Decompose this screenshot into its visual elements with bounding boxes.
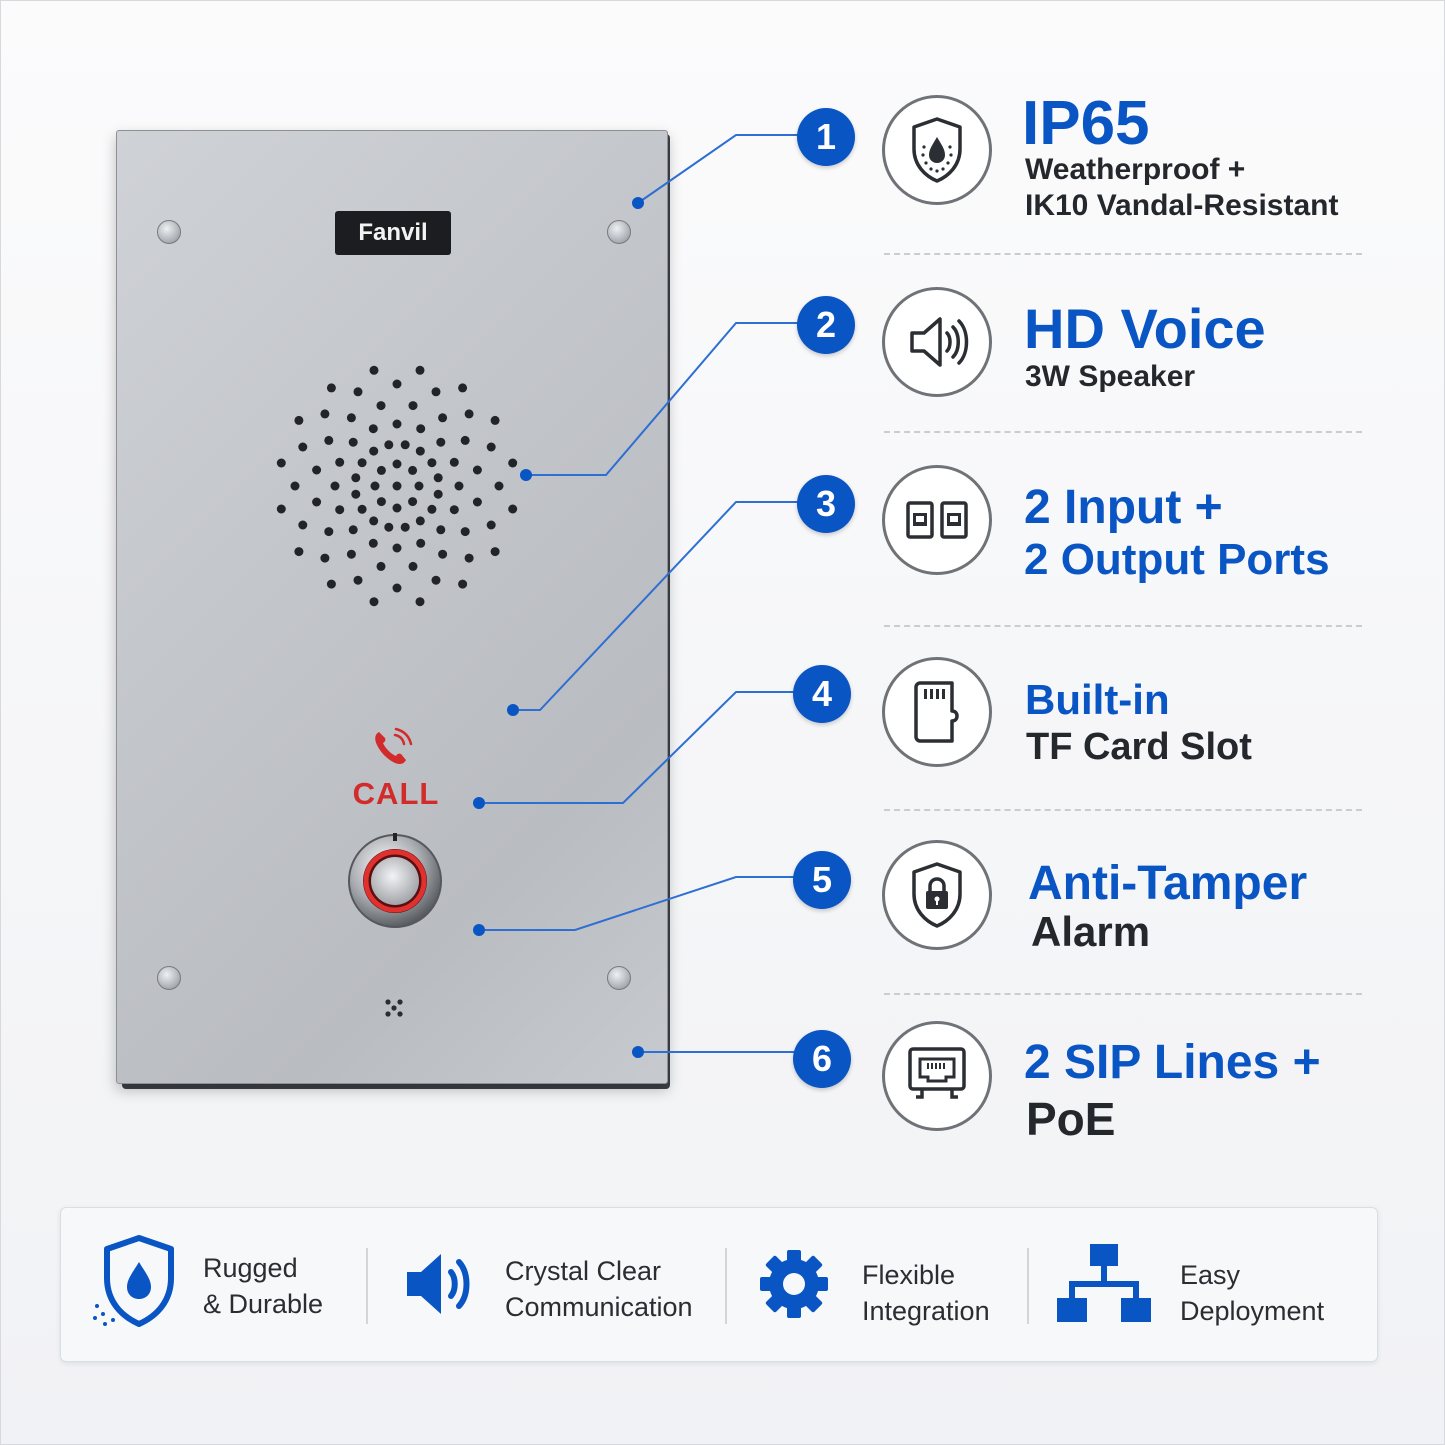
feature-divider bbox=[884, 431, 1362, 433]
brand-logo: Fanvil bbox=[335, 211, 451, 255]
benefit-1-line-1: Rugged bbox=[203, 1253, 298, 1283]
benefit-3-line-1: Flexible bbox=[862, 1260, 956, 1290]
phone-ringing-icon bbox=[375, 727, 413, 764]
gear-icon bbox=[760, 1250, 828, 1318]
feature-4-title: Built-in bbox=[1025, 676, 1170, 723]
screw-bottom-right bbox=[607, 966, 631, 990]
microphone-holes bbox=[385, 999, 403, 1017]
feature-6-badge: 6 bbox=[793, 1030, 851, 1088]
feature-divider bbox=[884, 253, 1362, 255]
feature-3-title-line-2: 2 Output Ports bbox=[1024, 535, 1330, 584]
benefit-1-line-2: & Durable bbox=[203, 1289, 324, 1319]
feature-4-badge: 4 bbox=[793, 665, 851, 723]
lock-shield-icon bbox=[882, 840, 992, 950]
intercom-panel: Fanvil CALL bbox=[116, 130, 668, 1084]
network-tree-icon bbox=[1057, 1244, 1151, 1322]
benefit-3-line-2: Integration bbox=[862, 1296, 990, 1326]
feature-5-title: Anti-Tamper bbox=[1028, 857, 1308, 910]
benefit-separator bbox=[1027, 1248, 1029, 1324]
feature-2-subtitle: 3W Speaker bbox=[1025, 360, 1196, 393]
feature-divider bbox=[884, 625, 1362, 627]
speaker-waves-icon bbox=[407, 1254, 470, 1314]
waterproof-shield-icon bbox=[882, 95, 992, 205]
feature-divider bbox=[884, 809, 1362, 811]
feature-divider bbox=[884, 993, 1362, 995]
feature-1-subtitle-line-2: IK10 Vandal-Resistant bbox=[1025, 189, 1339, 222]
speaker-icon bbox=[882, 287, 992, 397]
feature-3-badge: 3 bbox=[797, 475, 855, 533]
benefits-bar: Rugged & Durable Crystal Clear Communica… bbox=[60, 1207, 1378, 1362]
screw-bottom-left bbox=[157, 966, 181, 990]
ethernet-port-icon bbox=[882, 1021, 992, 1131]
feature-1-badge: 1 bbox=[797, 108, 855, 166]
feature-3-title-line-1: 2 Input + bbox=[1024, 481, 1223, 534]
speaker-grille bbox=[276, 365, 518, 607]
feature-1-subtitle-line-1: Weatherproof + bbox=[1025, 153, 1246, 186]
tf-card-icon bbox=[882, 657, 992, 767]
benefit-2-line-2: Communication bbox=[505, 1292, 693, 1322]
call-label: CALL bbox=[352, 776, 440, 811]
benefit-4-line-1: Easy bbox=[1180, 1260, 1241, 1290]
feature-2-title: HD Voice bbox=[1024, 297, 1266, 360]
feature-6-subtitle: PoE bbox=[1026, 1093, 1116, 1145]
screw-top-left bbox=[157, 220, 181, 244]
feature-5-badge: 5 bbox=[793, 851, 851, 909]
feature-5-subtitle: Alarm bbox=[1031, 908, 1151, 955]
feature-1-title: IP65 bbox=[1022, 89, 1150, 158]
call-button[interactable] bbox=[347, 833, 443, 929]
benefit-4-line-2: Deployment bbox=[1180, 1296, 1325, 1326]
benefit-separator bbox=[366, 1248, 368, 1324]
benefit-2-line-1: Crystal Clear bbox=[505, 1256, 662, 1286]
water-drop-shield-icon bbox=[93, 1235, 174, 1327]
feature-6-title: 2 SIP Lines + bbox=[1024, 1036, 1321, 1089]
benefit-separator bbox=[725, 1248, 727, 1324]
screw-top-right bbox=[607, 220, 631, 244]
io-ports-icon bbox=[882, 465, 992, 575]
feature-2-badge: 2 bbox=[797, 296, 855, 354]
feature-4-subtitle: TF Card Slot bbox=[1026, 726, 1252, 768]
